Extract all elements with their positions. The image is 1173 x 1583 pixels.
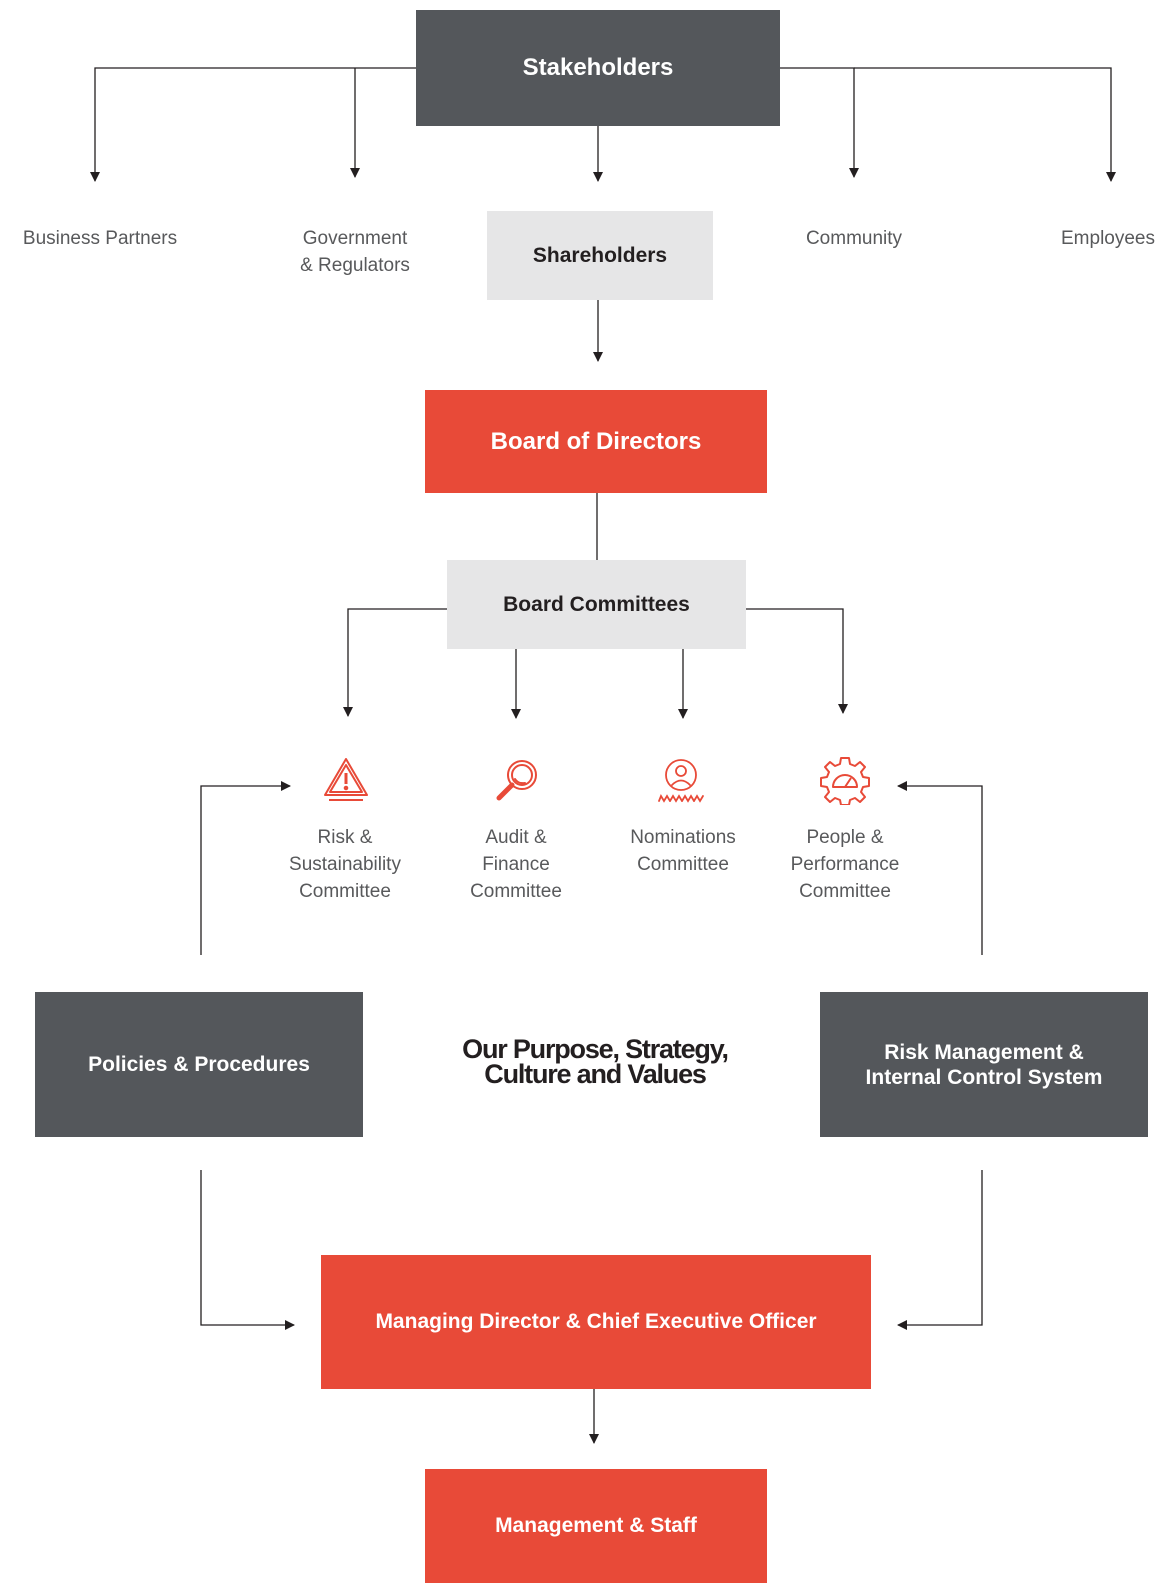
arrow-to-risk-committee: [343, 608, 447, 717]
arrow-policies-to-ceo: [200, 1170, 295, 1330]
arrow-to-employees: [854, 67, 1116, 182]
policies-label: Policies & Procedures: [88, 1052, 310, 1076]
magnifier-icon: [492, 755, 542, 805]
shareholders-box: Shareholders: [487, 211, 713, 300]
stakeholders-box: Stakeholders: [416, 10, 780, 126]
purpose-statement: Our Purpose, Strategy, Culture and Value…: [462, 1034, 729, 1089]
employees-label: Employees: [1061, 228, 1155, 249]
management-staff-label: Management & Staff: [495, 1514, 697, 1537]
policies-box: Policies & Procedures: [35, 992, 363, 1137]
community-label: Community: [805, 228, 903, 249]
arrow-riskmgmt-to-ceo: [897, 1170, 983, 1330]
shareholders-label: Shareholders: [532, 243, 668, 267]
md-ceo-box: Managing Director & Chief Executive Offi…: [321, 1255, 871, 1389]
md-ceo-label: Managing Director & Chief Executive Offi…: [375, 1310, 817, 1333]
board-of-directors-box: Board of Directors: [425, 390, 767, 493]
risk-committee-label: Risk & Sustainability Committee: [289, 827, 401, 902]
audit-committee-label: Audit & Finance Committee: [470, 827, 562, 902]
nominations-committee-label: Nominations Committee: [630, 827, 736, 875]
arrow-riskmgmt-to-committees: [897, 781, 983, 955]
people-group-icon: [656, 755, 706, 805]
risk-management-box: Risk Management & Internal Control Syste…: [820, 992, 1148, 1137]
people-committee-label: People & Performance Committee: [790, 827, 900, 902]
arrow-to-community: [780, 67, 859, 178]
arrow-to-business-partners: [90, 67, 416, 182]
warning-triangle-icon: [321, 755, 371, 805]
risk-management-label: Risk Management & Internal Control Syste…: [865, 1040, 1103, 1089]
gear-gauge-icon: [820, 755, 870, 806]
board-committees-box: Board Committees: [447, 560, 746, 649]
business-partners-label: Business Partners: [22, 228, 178, 249]
board-of-directors-label: Board of Directors: [490, 427, 702, 455]
management-staff-box: Management & Staff: [425, 1469, 767, 1583]
arrow-to-people-committee: [746, 608, 848, 714]
arrow-policies-to-committees: [200, 781, 291, 955]
government-label: Government & Regulators: [300, 228, 410, 276]
board-committees-label: Board Committees: [503, 592, 690, 616]
stakeholders-label: Stakeholders: [522, 54, 674, 81]
